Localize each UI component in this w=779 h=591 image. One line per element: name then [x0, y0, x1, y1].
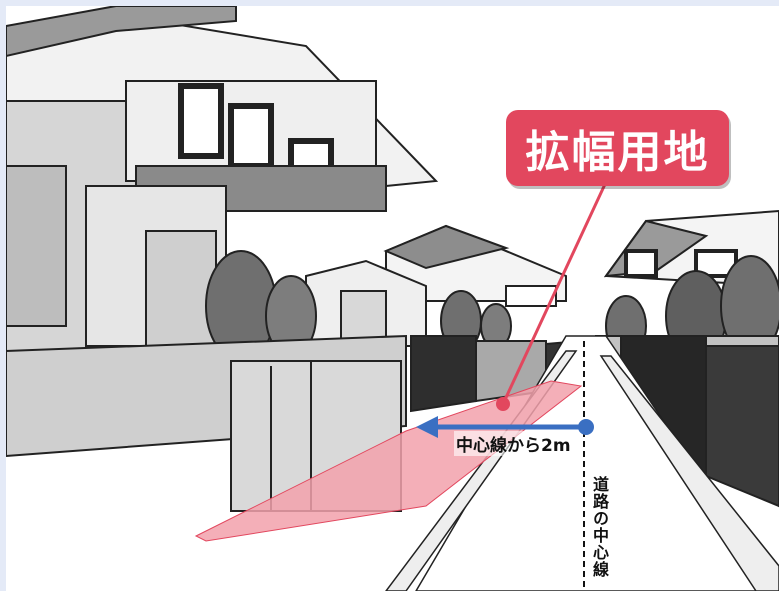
widening-land-callout: 拡幅用地: [506, 110, 729, 186]
street-scene-drawing: [6, 6, 779, 591]
widening-area: [194, 380, 583, 542]
distance-arrow-head: [416, 416, 438, 438]
right-wall: [595, 335, 779, 508]
callout-pointer: [501, 181, 608, 405]
left-house: [6, 6, 439, 352]
distance-label: 中心線から2m: [454, 431, 573, 456]
street-illustration: 拡幅用地 中心線から2m 道路の中心線: [6, 6, 779, 591]
middle-houses: [305, 224, 567, 347]
callout-pointer-dot: [496, 397, 510, 411]
centerline-point: [578, 419, 594, 435]
centerline-label: 道路の中心線: [590, 476, 609, 578]
